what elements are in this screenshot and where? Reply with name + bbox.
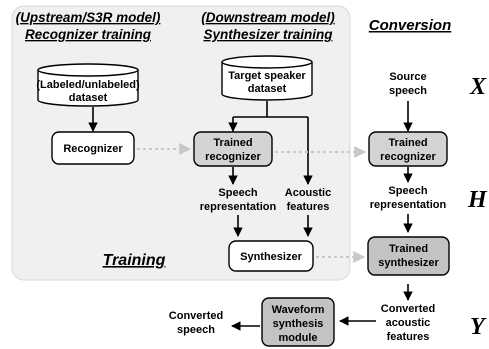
converted-speech-line1: Converted (169, 310, 223, 322)
speech-representation-line1: Speech (218, 187, 257, 199)
upstream-header: (Upstream/S3R model) (16, 10, 161, 25)
source-speech-line1: Source (389, 71, 426, 83)
symbol-h: H (467, 187, 488, 213)
trained-synthesizer-box (367, 236, 450, 276)
trained-recognizer-line1: Trained (213, 137, 252, 149)
symbol-y: Y (470, 314, 487, 340)
training-label: Training (103, 252, 166, 269)
recognizer-box (51, 131, 135, 165)
synthesizer-training-header: Synthesizer training (203, 27, 333, 42)
target-dataset-line1: Target speaker (228, 70, 306, 82)
recognizer-label: Recognizer (63, 143, 123, 155)
trained-recognizer-line2: recognizer (205, 151, 261, 163)
synthesizer-box (228, 240, 314, 272)
trained-synthesizer-line1: Trained (389, 243, 428, 255)
waveform-module-line2: synthesis (273, 318, 324, 330)
converted-acoustic-line1: Converted (381, 303, 435, 315)
acoustic-features-line1: Acoustic (285, 187, 331, 199)
acoustic-features-line2: features (287, 201, 330, 213)
labeled-dataset-line2: dataset (69, 92, 108, 104)
conv-speech-representation-line2: representation (370, 199, 447, 211)
conv-trained-recognizer-line1: Trained (388, 137, 427, 149)
labeled-dataset-cylinder: (Labeled/unlabeled) dataset (36, 63, 140, 107)
labeled-dataset-line1: (Labeled/unlabeled) (36, 79, 140, 91)
source-speech-line2: speech (389, 85, 427, 97)
target-dataset-line2: dataset (248, 83, 287, 95)
synthesizer-label: Synthesizer (240, 251, 302, 263)
conversion-header: Conversion (369, 17, 452, 34)
converted-speech-line2: speech (177, 324, 215, 336)
trained-synthesizer-line2: synthesizer (378, 257, 439, 269)
converted-acoustic-line2: acoustic (386, 317, 431, 329)
converted-acoustic-line3: features (387, 331, 430, 343)
downstream-header: (Downstream model) (201, 10, 335, 25)
speech-representation-line2: representation (200, 201, 277, 213)
trained-recognizer-box (193, 131, 273, 167)
waveform-module-box (261, 297, 335, 347)
waveform-module-line3: module (278, 332, 317, 344)
conv-trained-recognizer-line2: recognizer (380, 151, 436, 163)
conv-speech-representation-line1: Speech (388, 185, 427, 197)
waveform-module-line1: Waveform (272, 304, 325, 316)
target-dataset-cylinder: Target speaker dataset (221, 55, 313, 101)
conversion-trained-recognizer-box (368, 131, 448, 167)
recognizer-training-header: Recognizer training (25, 27, 152, 42)
symbol-x: X (469, 74, 487, 100)
